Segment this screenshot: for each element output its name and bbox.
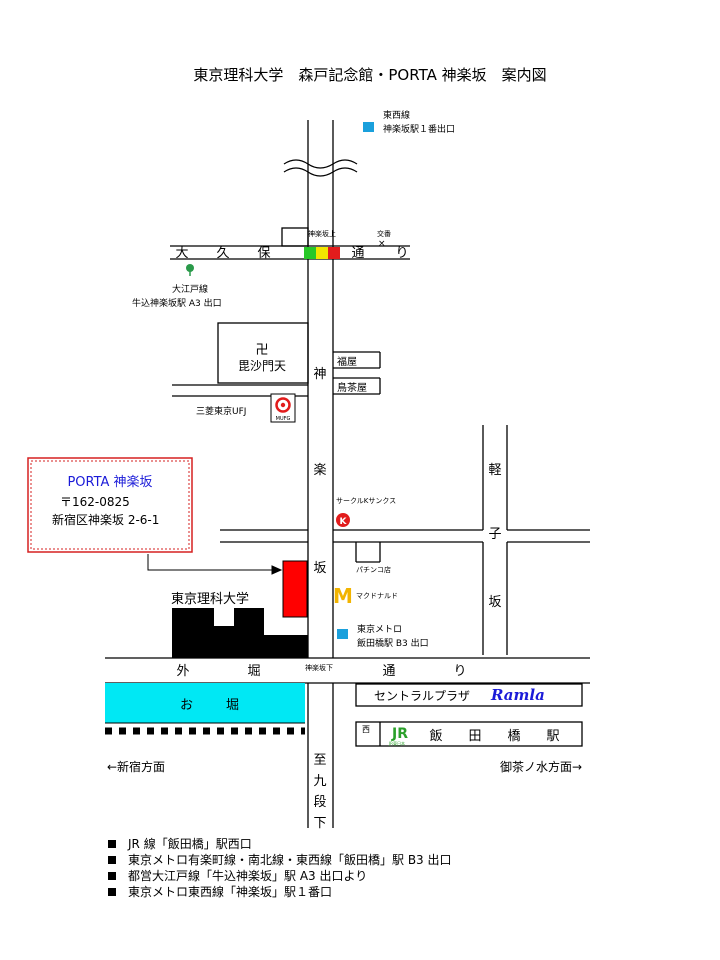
porta-pointer-arrow — [147, 554, 283, 575]
porta-info-box: PORTA 神楽坂 〒162-0825 新宿区神楽坂 2-6-1 — [27, 457, 193, 553]
legend-item: JR 線「飯田橋」駅西口 — [108, 836, 452, 852]
svg-text:子: 子 — [488, 527, 501, 542]
bullet-icon — [108, 872, 116, 880]
direction-shinjuku: ←新宿方面 — [107, 759, 165, 774]
koban-icon: × — [378, 239, 386, 249]
karuko-zaka-label: 軽 子 坂 — [488, 463, 501, 610]
svg-text:駅: 駅 — [546, 729, 559, 744]
porta-address: 新宿区神楽坂 2-6-1 — [52, 512, 159, 527]
to-kudanshita-label: 至 九 段 下 — [313, 753, 326, 831]
svg-text:サークルKサンクス: サークルKサンクス — [336, 497, 396, 505]
svg-text:り: り — [453, 664, 466, 679]
kagurazaka-shita-label: 神楽坂下 — [305, 663, 333, 672]
svg-text:JR: JR — [391, 726, 408, 742]
pachinko-label: パチンコ店 — [356, 565, 391, 574]
legend-item: 東京メトロ有楽町線・南北線・東西線「飯田橋」駅 B3 出口 — [108, 852, 452, 868]
koban-label: 交番 — [377, 229, 391, 238]
svg-text:三菱東京UFJ: 三菱東京UFJ — [196, 405, 246, 417]
svg-text:田: 田 — [468, 729, 481, 744]
svg-text:お: お — [180, 698, 193, 713]
tozai-exit-1-marker: 東西線 神楽坂駅１番出口 — [363, 109, 455, 135]
svg-text:楽: 楽 — [313, 462, 326, 478]
tus-label: 東京理科大学 — [171, 591, 249, 607]
svg-text:下: 下 — [313, 816, 326, 831]
bullet-icon — [108, 888, 116, 896]
bishamonten-label: 毘沙門天 — [238, 359, 286, 373]
bullet-icon — [108, 840, 116, 848]
svg-text:堀: 堀 — [226, 698, 239, 713]
moat — [105, 683, 305, 723]
svg-text:大江戸線: 大江戸線 — [172, 283, 208, 295]
tus-buildings — [172, 608, 308, 658]
svg-text:至: 至 — [313, 753, 326, 768]
svg-text:保: 保 — [257, 246, 270, 261]
svg-text:坂: 坂 — [488, 595, 501, 610]
sotobori-dori-label: 外 堀 通 り — [176, 664, 466, 679]
metro-icon — [337, 629, 348, 639]
iidabashi-west-exit: 西 — [362, 725, 370, 734]
access-legend: JR 線「飯田橋」駅西口 東京メトロ有楽町線・南北線・東西線「飯田橋」駅 B3 … — [108, 836, 452, 900]
mufg-marker: 三菱東京UFJ MUFG — [196, 393, 296, 423]
mcdonalds-marker: M マクドナルド — [333, 584, 398, 608]
tree-icon — [186, 264, 194, 272]
svg-text:牛込神楽坂駅 A3 出口: 牛込神楽坂駅 A3 出口 — [132, 297, 222, 309]
porta-name: PORTA 神楽坂 — [67, 474, 152, 490]
ramla-logo: Ramla — [490, 686, 545, 704]
circle-k-marker: サークルKサンクス K — [336, 497, 396, 527]
svg-text:堀: 堀 — [247, 664, 260, 679]
kagurazaka-label: 神 楽 坂 — [313, 367, 326, 576]
bishamonten-symbol: 卍 — [255, 343, 268, 358]
okubo-dori-label: 大 久 保 通 り — [175, 246, 408, 261]
svg-text:大: 大 — [175, 246, 188, 261]
svg-text:飯田橋駅 B3 出口: 飯田橋駅 B3 出口 — [357, 637, 429, 649]
oedo-a3-marker: 大江戸線 牛込神楽坂駅 A3 出口 — [132, 264, 222, 309]
svg-text:東西線: 東西線 — [383, 109, 410, 121]
svg-text:橋: 橋 — [507, 729, 520, 744]
kagurazaka-ue-label: 神楽坂上 — [308, 229, 336, 238]
svg-text:東京メトロ: 東京メトロ — [357, 623, 402, 635]
legend-item: 都営大江戸線「牛込神楽坂」駅 A3 出口より — [108, 868, 452, 884]
mufg-logo-icon — [275, 397, 291, 413]
svg-text:神: 神 — [313, 367, 326, 382]
porta-postal: 〒162-0825 — [60, 495, 130, 509]
legend-item: 東京メトロ東西線「神楽坂」駅１番口 — [108, 884, 452, 900]
svg-text:段: 段 — [313, 795, 326, 810]
svg-text:り: り — [395, 246, 408, 261]
svg-text:軽: 軽 — [488, 463, 501, 478]
metro-icon — [363, 122, 374, 132]
jr-logo-icon: JR JR東日本 — [388, 726, 408, 746]
svg-text:久: 久 — [216, 246, 229, 261]
ramla-prefix: セントラルプラザ — [374, 689, 470, 703]
fukuya-label: 福屋 — [337, 355, 357, 368]
circle-k-logo-icon — [336, 513, 350, 527]
traffic-signal-icon — [304, 247, 340, 259]
iidabashi-station-label: 飯 田 橋 駅 — [429, 729, 559, 744]
porta-building — [282, 560, 308, 618]
metro-b3-marker: 東京メトロ 飯田橋駅 B3 出口 — [337, 623, 429, 649]
svg-text:坂: 坂 — [313, 561, 326, 576]
svg-text:MUFG: MUFG — [276, 416, 291, 422]
svg-text:通: 通 — [351, 246, 364, 261]
bullet-icon — [108, 856, 116, 864]
page-title: 東京理科大学 森戸記念館・PORTA 神楽坂 案内図 — [193, 66, 546, 84]
direction-ochanomizu: 御茶ノ水方面→ — [500, 759, 582, 774]
svg-text:九: 九 — [313, 774, 326, 789]
svg-text:マクドナルド: マクドナルド — [356, 592, 398, 600]
toriyaya-label: 鳥茶屋 — [337, 381, 367, 394]
svg-text:外: 外 — [176, 664, 189, 679]
mcdonalds-logo-icon: M — [333, 584, 353, 608]
svg-text:通: 通 — [382, 664, 395, 679]
svg-text:飯: 飯 — [429, 729, 442, 744]
svg-text:JR東日本: JR東日本 — [388, 740, 405, 746]
svg-text:神楽坂駅１番出口: 神楽坂駅１番出口 — [383, 123, 455, 135]
svg-text:K: K — [340, 517, 348, 527]
